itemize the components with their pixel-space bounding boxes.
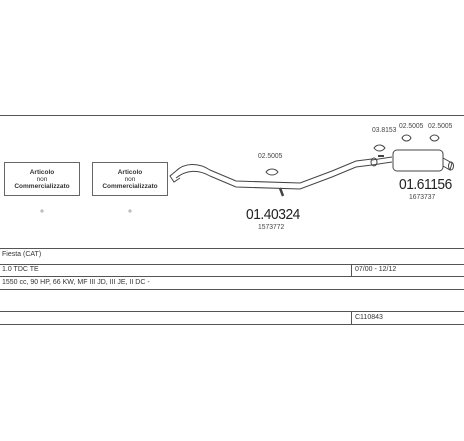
row-line-4 (0, 289, 464, 290)
bracket-top-left-label: 03.8153 (372, 125, 397, 134)
column-divider-1 (351, 264, 352, 276)
top-border-line (0, 115, 464, 116)
vehicle-specs: 1550 cc, 90 HP, 66 KW, MF III JD, III JE… (2, 279, 150, 286)
not-available-box-2: Articolo non Commercializzato (92, 162, 168, 196)
catalog-code: C110843 (355, 314, 383, 321)
brackets-drawing (373, 134, 440, 157)
front-pipe-drawing (169, 157, 378, 190)
box-2-line-1: Articolo (117, 169, 143, 176)
box-1-line-1: Articolo (29, 169, 55, 176)
row-line-1 (0, 248, 464, 249)
column-divider-2 (351, 311, 352, 324)
box-2-line-2: non (124, 176, 136, 183)
not-available-box-1: Articolo non Commercializzato (4, 162, 80, 196)
rear-silencer-ref: 1673737 (409, 192, 436, 201)
row-line-5 (0, 311, 464, 312)
vehicle-model: Fiesta (CAT) (2, 251, 42, 258)
box-marks (40, 209, 132, 213)
bracket-top-right-label: 02.5005 (428, 121, 453, 130)
row-line-2 (0, 264, 464, 265)
box-2-line-3: Commercializzato (102, 183, 158, 190)
vehicle-years: 07/00 - 12/12 (355, 266, 397, 273)
box-1-line-2: non (36, 176, 48, 183)
clamp-front-label: 02.5005 (258, 151, 283, 160)
bracket-top-mid-label: 02.5005 (399, 121, 424, 130)
box-1-line-3: Commercializzato (14, 183, 70, 190)
rear-silencer-drawing (371, 149, 454, 172)
front-pipe-code: 01.40324 (246, 206, 300, 223)
rear-silencer-code: 01.61156 (399, 176, 452, 193)
vehicle-engine: 1.0 TDC TE (2, 266, 39, 273)
row-line-6 (0, 324, 464, 325)
clamp-drawing (265, 168, 285, 197)
front-pipe-ref: 1573772 (258, 222, 285, 231)
row-line-3 (0, 276, 464, 277)
